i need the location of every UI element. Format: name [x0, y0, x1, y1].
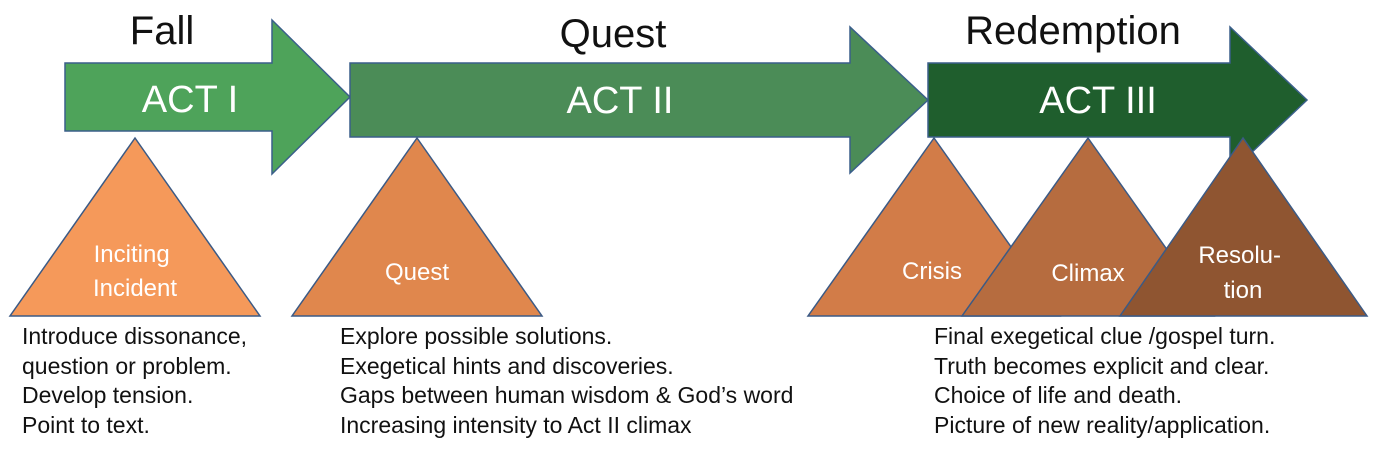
description-line: Explore possible solutions.: [340, 323, 613, 349]
quest-label: Quest: [385, 259, 449, 286]
quest-triangle: [290, 136, 544, 317]
act-1-arrow: [64, 18, 352, 176]
description-line: Gaps between human wisdom & God’s word: [340, 382, 794, 408]
description-line: Exegetical hints and discoveries.: [340, 352, 674, 379]
description-line: Picture of new reality/application.: [934, 411, 1271, 438]
description-line: Increasing intensity to Act II climax: [340, 411, 692, 438]
description-line: Point to text.: [22, 411, 150, 438]
act-2-arrow: [349, 25, 930, 175]
act-2-label: ACT II: [567, 80, 674, 122]
resolution-triangle: [1118, 136, 1369, 317]
act-2-description: Explore possible solutions. Exegetical h…: [340, 322, 793, 440]
act-1-description: Introduce dissonance, question or proble…: [22, 322, 247, 440]
description-line: Truth becomes explicit and clear.: [934, 352, 1270, 379]
inciting-incident-triangle: [8, 136, 262, 317]
act-2-title: Quest: [560, 12, 667, 56]
act-3-label: ACT III: [1039, 80, 1157, 122]
inciting-incident-label: Inciting Incident: [93, 241, 177, 302]
description-line: Final exegetical clue /gospel turn.: [934, 323, 1276, 349]
description-line: Introduce dissonance,: [22, 323, 248, 349]
description-line: question or problem.: [22, 352, 232, 379]
description-line: Develop tension.: [22, 382, 194, 408]
act-1-title: Fall: [130, 9, 194, 53]
act-3-description: Final exegetical clue /gospel turn. Trut…: [934, 322, 1275, 440]
resolution-label: Resolu- tion: [1198, 242, 1287, 304]
act-3-title: Redemption: [965, 9, 1181, 53]
act-1-label: ACT I: [142, 79, 238, 121]
crisis-label: Crisis: [902, 258, 962, 285]
description-line: Choice of life and death.: [934, 382, 1183, 408]
climax-label: Climax: [1051, 260, 1124, 287]
act-3-arrow: [927, 25, 1309, 175]
